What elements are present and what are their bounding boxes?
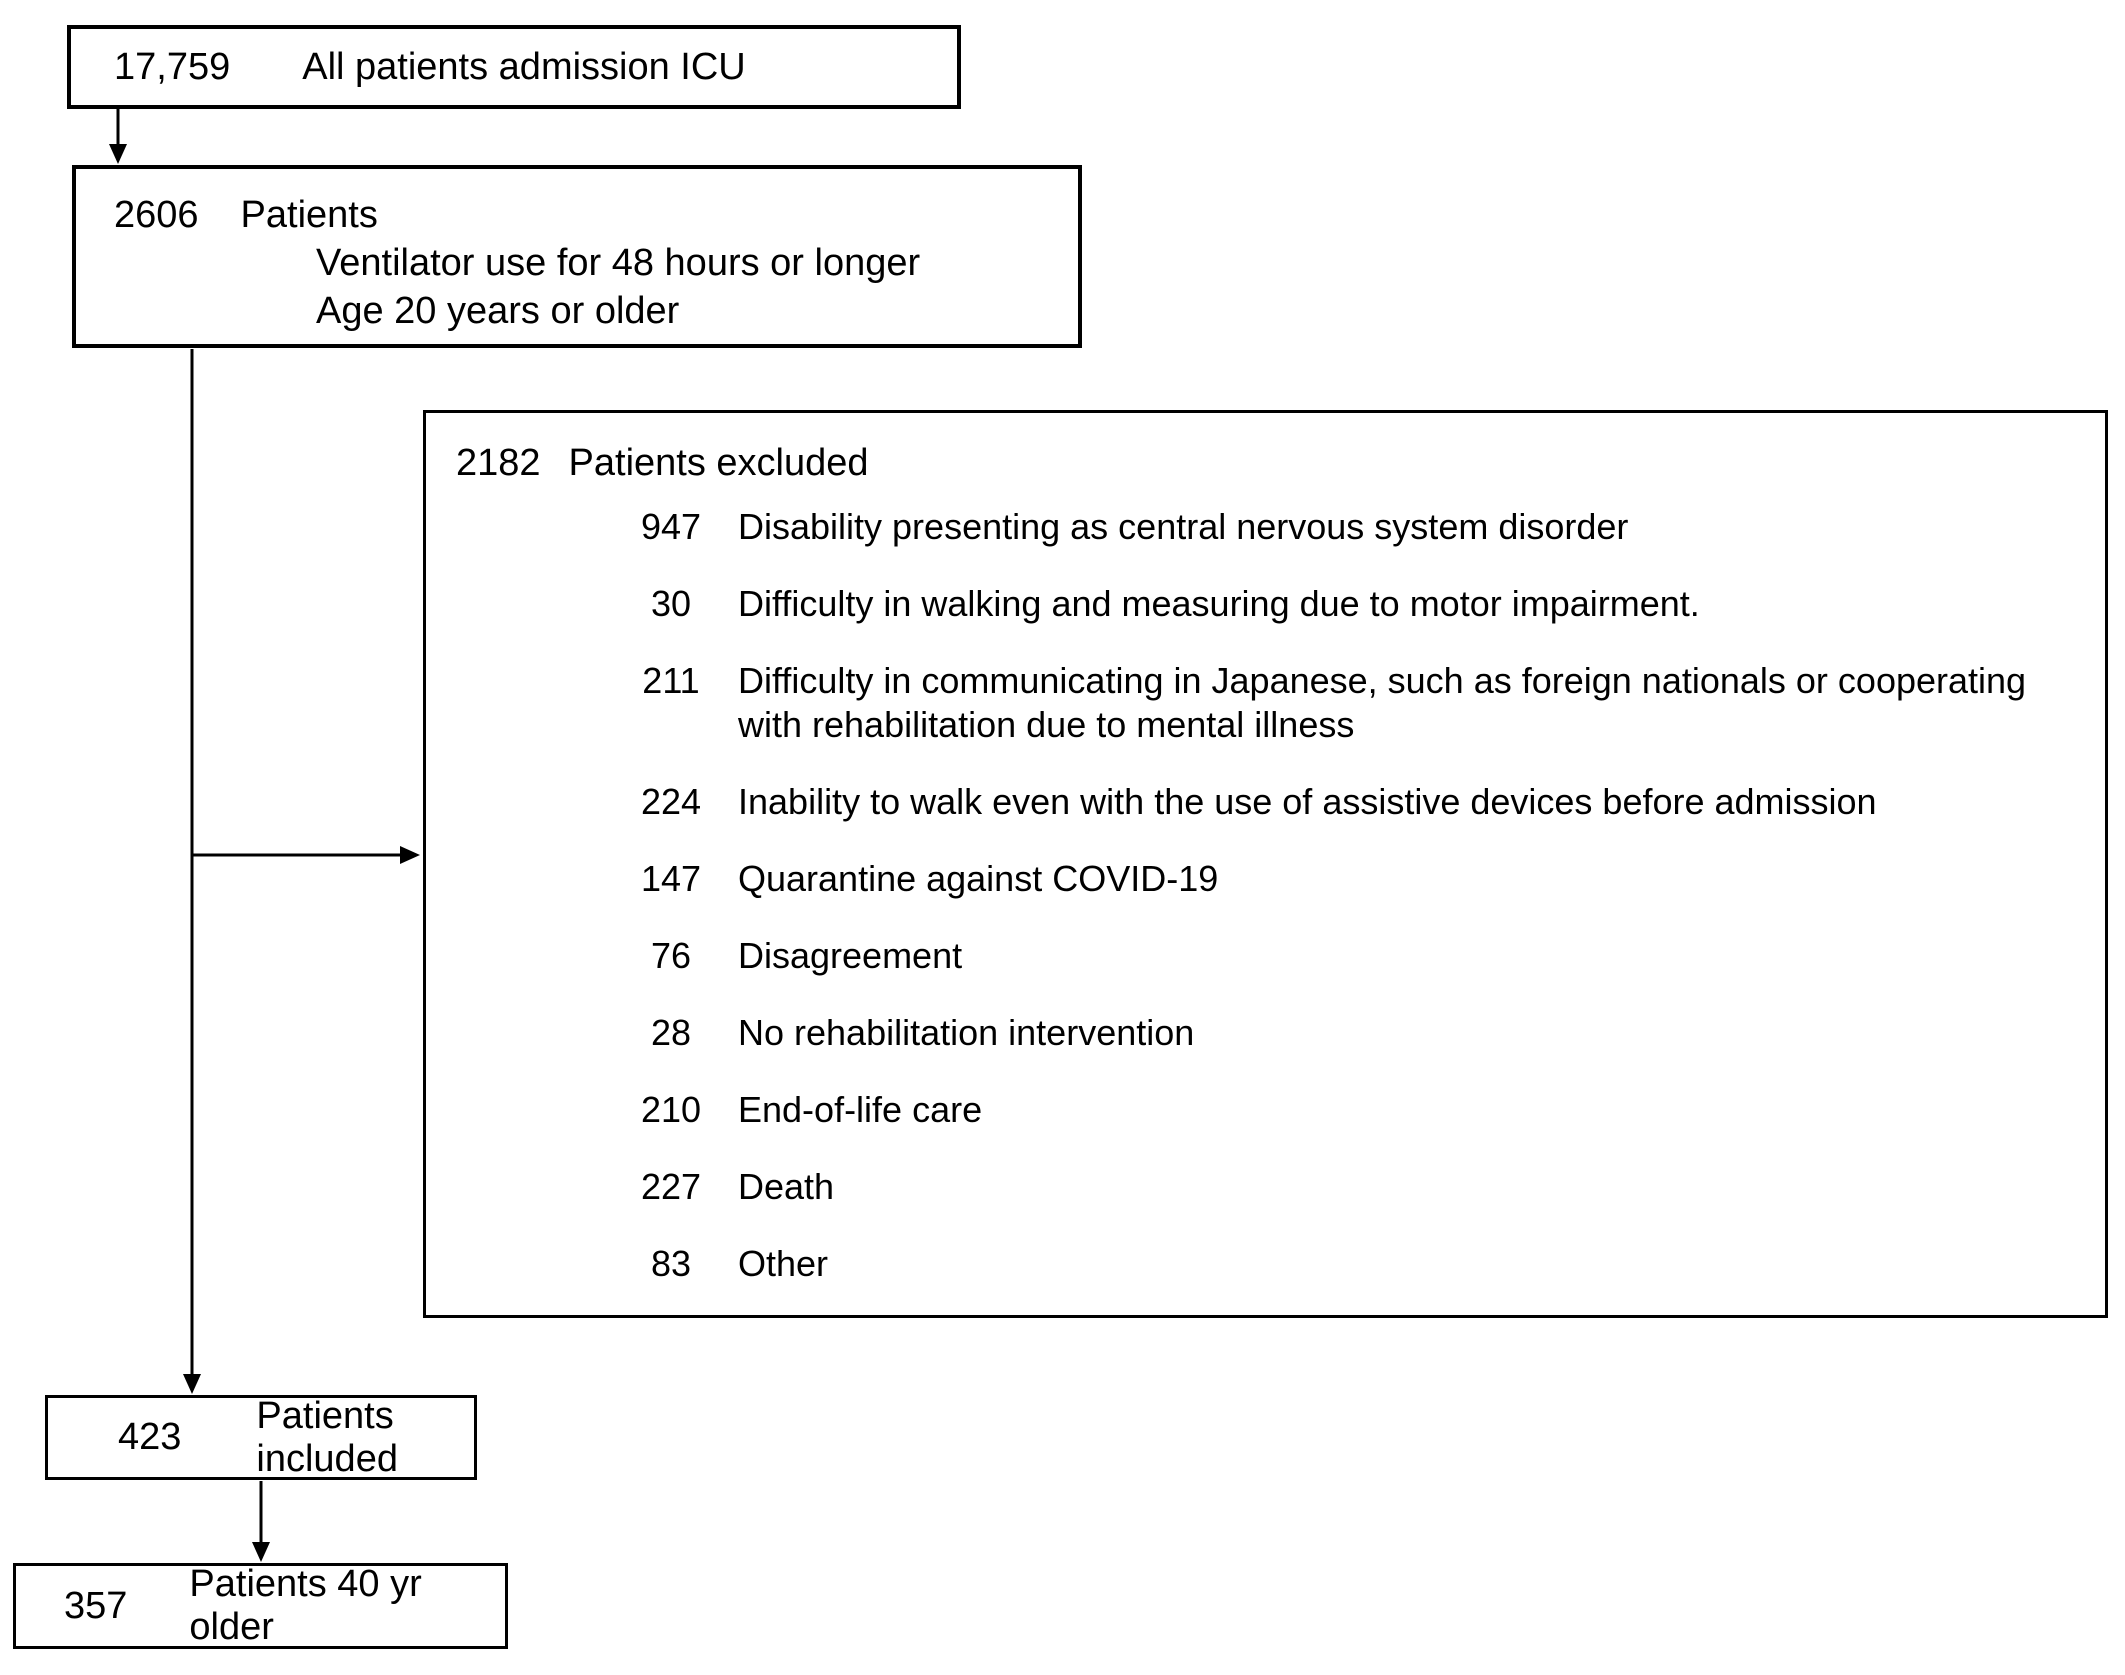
exclusion-count: 30 [650,583,692,624]
icu-count: 17,759 [114,45,231,88]
box-patients-included: 423 Patients included [45,1395,477,1480]
excluded-label: Patients excluded [568,442,869,484]
eligible-label: Patients [240,194,378,236]
exclusion-row: 147 Quarantine against COVID-19 [426,857,2105,901]
arrow-icu-to-eligible [109,109,127,164]
exclusion-count: 147 [640,858,702,899]
exclusion-reason: Other [738,1243,829,1284]
exclusion-row: 30 Difficulty in walking and measuring d… [426,582,2105,626]
arrow-branch-to-excluded [192,846,420,864]
eligible-criterion-age: Age 20 years or older [316,290,680,332]
included-label: Patients included [256,1394,398,1480]
exclusion-reason: Death [738,1166,835,1207]
box-patients-excluded: 2182 Patients excluded 947 Disability pr… [423,410,2108,1318]
older40-label: Patients 40 yr older [189,1563,422,1648]
older40-count: 357 [64,1584,128,1627]
exclusion-reason: No rehabilitation intervention [738,1012,1195,1053]
arrow-included-to-older40 [252,1481,270,1562]
exclusion-row: 947 Disability presenting as central ner… [426,505,2105,549]
icu-label: All patients admission ICU [302,45,746,88]
excluded-heading: 2182 Patients excluded [426,441,2105,485]
exclusion-row: 28 No rehabilitation intervention [426,1011,2105,1055]
exclusion-reason: Quarantine against COVID-19 [738,858,1219,899]
exclusion-count: 83 [650,1243,692,1284]
exclusion-row: 224 Inability to walk even with the use … [426,780,2105,824]
exclusion-row: 210 End-of-life care [426,1088,2105,1132]
exclusion-count: 210 [640,1089,702,1130]
box-eligible-patients: 2606 Patients Ventilator use for 48 hour… [72,165,1082,348]
exclusion-count: 211 [642,660,700,701]
exclusion-row: 227 Death [426,1165,2105,1209]
eligible-heading: 2606 Patients [76,191,1078,239]
eligible-criterion-ventilator: Ventilator use for 48 hours or longer [316,242,921,284]
exclusion-reason: Difficulty in walking and measuring due … [738,583,1700,624]
box-patients-40yr-older: 357 Patients 40 yr older [13,1563,508,1649]
exclusion-count: 28 [650,1012,692,1053]
exclusion-count: 227 [640,1166,702,1207]
exclusion-reason: Difficulty in communicating in Japanese,… [738,660,2027,745]
exclusion-reason: End-of-life care [738,1089,983,1130]
box-all-patients-icu: 17,759 All patients admission ICU [67,25,961,109]
exclusion-row: 211 Difficulty in communicating in Japan… [426,659,2105,747]
exclusion-reason: Disagreement [738,935,963,976]
eligible-count: 2606 [114,194,199,236]
exclusion-count: 224 [640,781,702,822]
exclusion-reason: Disability presenting as central nervous… [738,506,1629,547]
exclusion-count: 76 [650,935,692,976]
excluded-count: 2182 [456,442,541,484]
exclusion-row: 83 Other [426,1242,2105,1286]
exclusion-count: 947 [640,506,702,547]
exclusion-reason: Inability to walk even with the use of a… [738,781,1877,822]
arrow-eligible-to-included [183,349,201,1394]
exclusion-row: 76 Disagreement [426,934,2105,978]
included-count: 423 [118,1416,182,1458]
